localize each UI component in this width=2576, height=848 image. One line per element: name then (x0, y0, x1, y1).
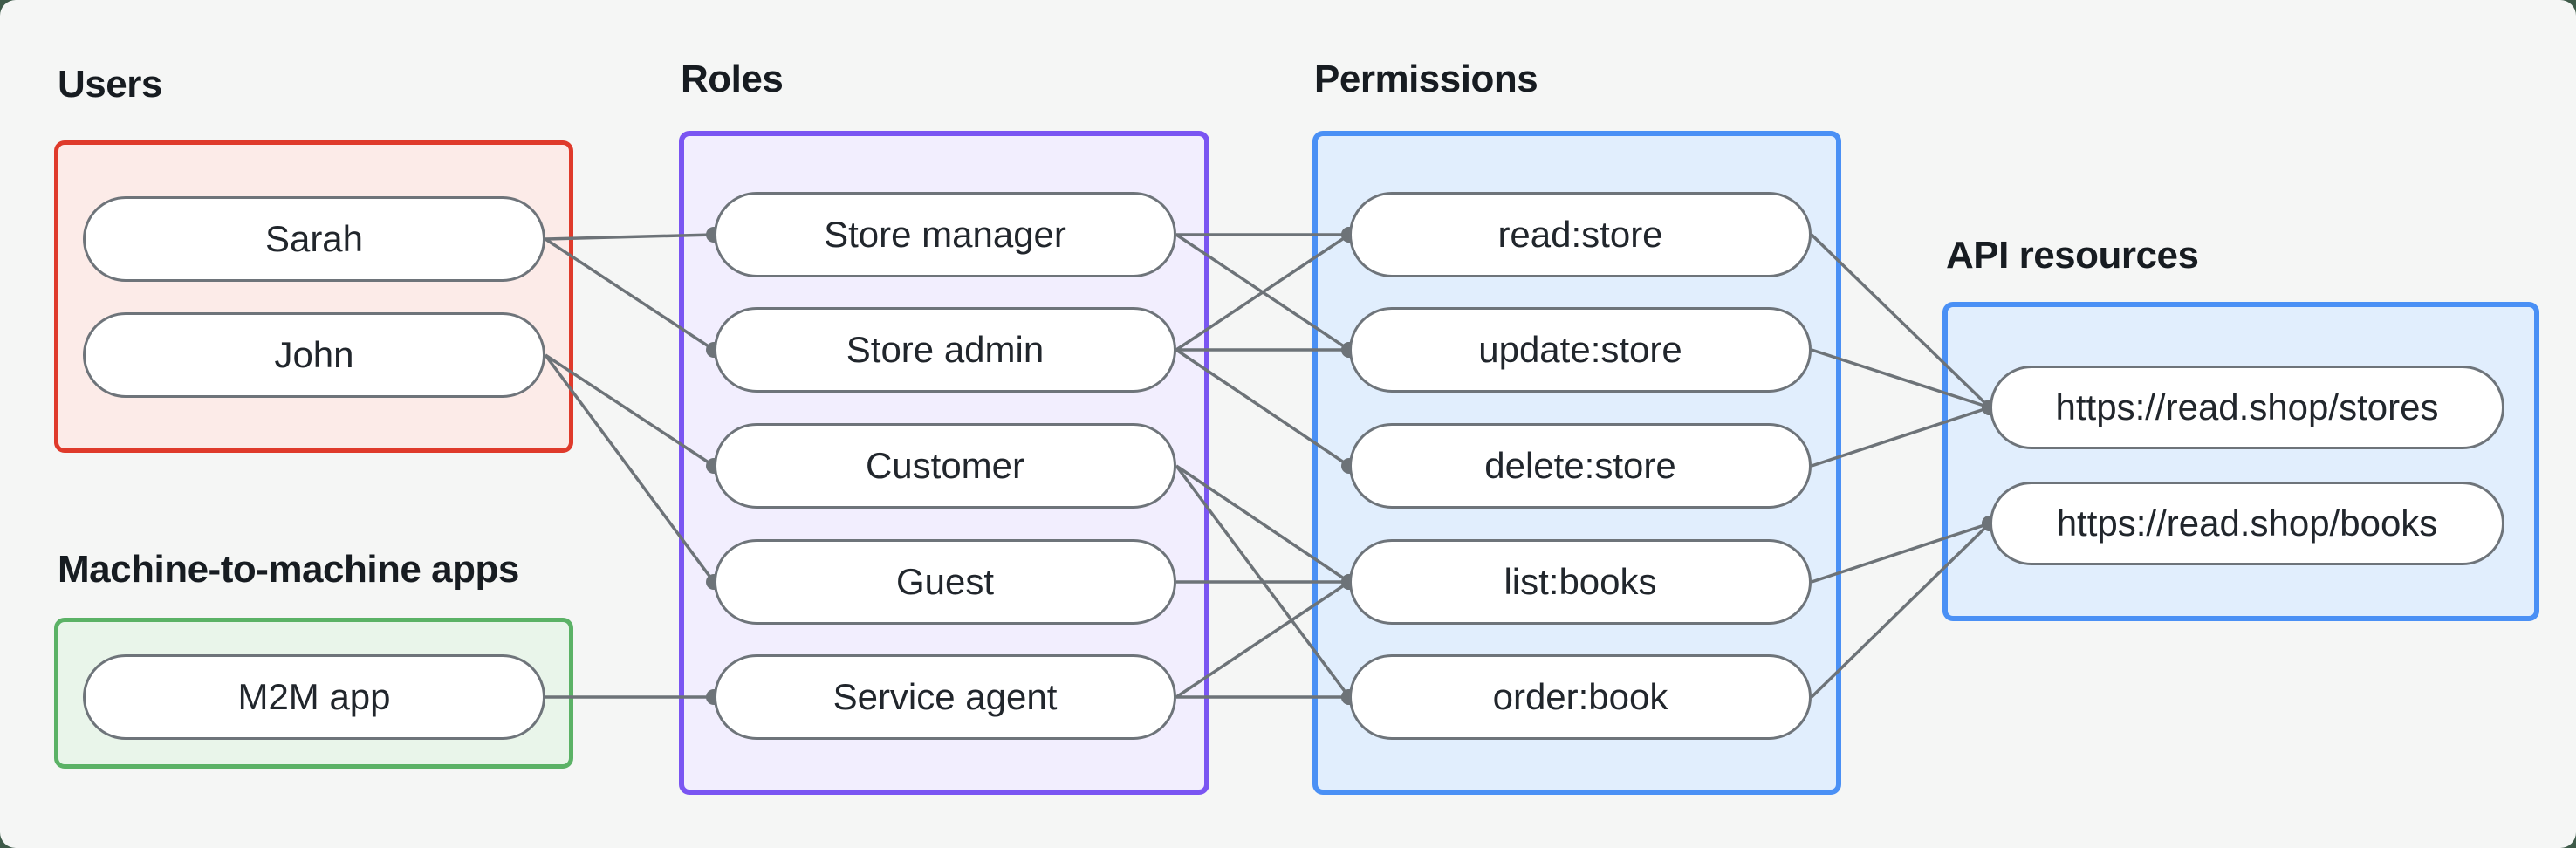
node-order-book-label: order:book (1492, 676, 1668, 717)
node-list-books-label: list:books (1504, 561, 1657, 602)
node-update-store: update:store (1349, 307, 1812, 393)
node-delete-store-label: delete:store (1484, 445, 1676, 486)
node-stores-api-label: https://read.shop/stores (2055, 386, 2439, 427)
permissions-group-label: Permissions (1314, 58, 1538, 100)
node-guest-label: Guest (895, 561, 995, 602)
node-customer: Customer (714, 423, 1176, 509)
node-john: John (83, 312, 545, 398)
node-guest: Guest (714, 539, 1176, 625)
node-sarah: Sarah (83, 196, 545, 282)
api-group-label: API resources (1946, 234, 2199, 277)
m2m-group-label: Machine-to-machine apps (58, 548, 519, 591)
node-m2m-app-label: M2M app (237, 676, 391, 717)
node-books-api-label: https://read.shop/books (2056, 503, 2438, 544)
node-sarah-label: Sarah (264, 218, 364, 259)
node-store-admin: Store admin (714, 307, 1176, 393)
node-store-manager-label: Store manager (824, 214, 1066, 255)
node-m2m-app: M2M app (83, 654, 545, 740)
node-read-store: read:store (1349, 192, 1812, 277)
node-service-agent: Service agent (714, 654, 1176, 740)
node-store-manager: Store manager (714, 192, 1176, 277)
users-group-box (54, 140, 573, 453)
node-books-api: https://read.shop/books (1990, 482, 2504, 565)
node-store-admin-label: Store admin (846, 329, 1045, 370)
node-read-store-label: read:store (1497, 214, 1663, 255)
node-order-book: order:book (1349, 654, 1812, 740)
node-list-books: list:books (1349, 539, 1812, 625)
node-stores-api: https://read.shop/stores (1990, 366, 2504, 449)
node-update-store-label: update:store (1478, 329, 1682, 370)
users-group-label: Users (58, 63, 162, 106)
node-customer-label: Customer (865, 445, 1025, 486)
node-delete-store: delete:store (1349, 423, 1812, 509)
node-john-label: John (274, 334, 354, 375)
api-group-box (1942, 302, 2539, 621)
roles-group-label: Roles (681, 58, 784, 100)
node-service-agent-label: Service agent (832, 676, 1058, 717)
